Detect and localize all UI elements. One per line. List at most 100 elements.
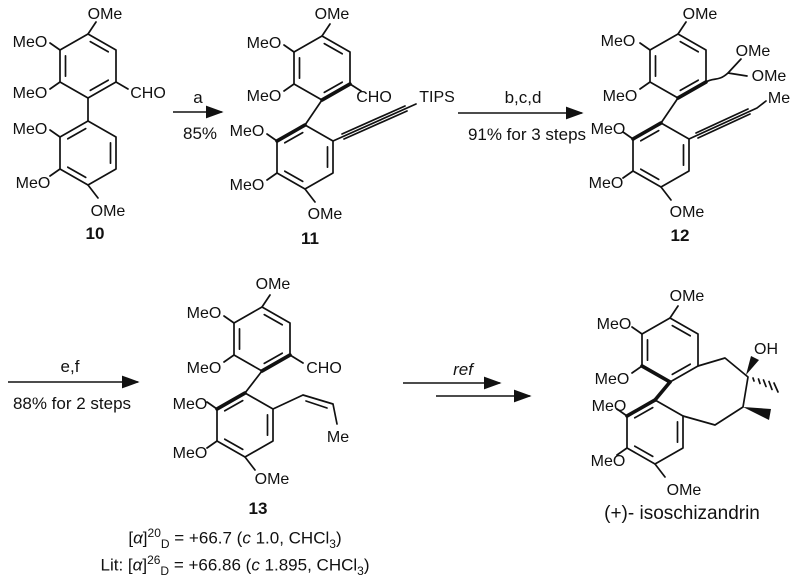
bracket: ] <box>142 528 148 548</box>
bracket: [ <box>127 555 133 575</box>
meo-label: MeO <box>592 398 627 415</box>
chcl3-subscript: 3 <box>357 564 364 579</box>
ome-label: OMe <box>736 43 771 60</box>
compound-number-12: 12 <box>671 226 690 245</box>
ome-label: OMe <box>670 288 705 305</box>
oh-label: OH <box>754 341 778 358</box>
compound-11-structure: OMe MeO MeO CHO TIPS MeO MeO OMe 11 <box>230 6 455 248</box>
concentration-symbol: c <box>251 555 260 575</box>
compound-number-11: 11 <box>301 229 319 248</box>
rotation-value: = +66.7 ( <box>169 528 243 548</box>
meo-label: MeO <box>13 34 48 51</box>
meo-label: MeO <box>230 123 265 140</box>
ome-label: OMe <box>88 6 123 23</box>
ome-label: OMe <box>308 206 343 223</box>
meo-label: MeO <box>589 175 624 192</box>
me-label: Me <box>327 429 349 446</box>
concentration-symbol: c <box>242 528 251 548</box>
alpha-symbol: α <box>133 528 143 548</box>
arrow-ref-label: ref <box>453 360 475 379</box>
aryl-ring <box>59 33 117 99</box>
meo-label: MeO <box>187 305 222 322</box>
solvent-text: 1.0, CHCl <box>250 528 330 548</box>
meo-label: MeO <box>591 453 626 470</box>
rotation-prefix: Lit: <box>100 555 128 575</box>
product-name: (+)- isoschizandrin <box>604 503 760 524</box>
ome-label: OMe <box>752 68 787 85</box>
compound-13-structure: OMe MeO MeO CHO MeO MeO OMe Me 13 <box>173 276 350 518</box>
cyclooctane-bonds <box>682 357 749 426</box>
arrow-ef-label: e,f <box>61 357 80 376</box>
meo-label: MeO <box>603 88 638 105</box>
aryl-ring <box>59 120 117 186</box>
compound-number-10: 10 <box>86 224 105 243</box>
temperature-superscript: 26 <box>147 553 161 567</box>
product-structure: OMe MeO MeO MeO MeO OMe OH (+)- isoschiz… <box>591 288 779 524</box>
bracket: [ <box>128 528 134 548</box>
compound-number-13: 13 <box>249 499 268 518</box>
me-label: Me <box>768 90 790 107</box>
meo-label: MeO <box>173 445 208 462</box>
temperature-superscript: 20 <box>147 526 161 540</box>
arrow-a-yield: 85% <box>183 124 217 143</box>
biaryl-bond <box>653 380 672 402</box>
arrow-a-label: a <box>193 88 203 107</box>
arrow-bcd-yield: 91% for 3 steps <box>468 125 586 144</box>
meo-label: MeO <box>597 316 632 333</box>
alkyne-tips-bond <box>332 103 417 142</box>
ome-label: OMe <box>667 482 702 499</box>
substituent-bonds <box>49 21 129 199</box>
cho-label: CHO <box>130 85 166 102</box>
arrow-bcd-label: b,c,d <box>505 88 542 107</box>
meo-label: MeO <box>13 85 48 102</box>
wedge-methyl-bond <box>743 407 771 420</box>
substituent-bonds <box>266 23 362 203</box>
alpha-symbol: α <box>132 555 143 575</box>
ome-label: OMe <box>256 276 291 293</box>
cho-label: CHO <box>306 360 342 377</box>
meo-label: MeO <box>16 175 51 192</box>
meo-label: MeO <box>187 360 222 377</box>
arrow-ef-yield: 88% for 2 steps <box>13 394 131 413</box>
bold-bond <box>640 364 672 384</box>
arrow-ref: ref <box>403 360 532 403</box>
ome-label: OMe <box>683 6 718 23</box>
ome-label: OMe <box>315 6 350 23</box>
paren-close: ) <box>363 555 370 575</box>
meo-label: MeO <box>601 33 636 50</box>
meo-label: MeO <box>13 121 48 138</box>
optical-rotation-line1: [α]20D = +66.7 (c 1.0, CHCl3) <box>15 523 455 555</box>
substituent-bonds <box>206 294 304 471</box>
meo-label: MeO <box>591 121 626 138</box>
cho-label: CHO <box>356 89 392 106</box>
cis-propenyl-bonds <box>272 394 338 425</box>
substituent-bonds <box>622 21 687 201</box>
meo-label: MeO <box>247 35 282 52</box>
meo-label: MeO <box>595 371 630 388</box>
alkyne-me-bond <box>688 100 767 140</box>
meo-label: MeO <box>230 177 265 194</box>
optical-rotation-line2: Lit: [α]26D = +66.86 (c 1.895, CHCl3) <box>15 550 455 579</box>
arrow-a: a 85% <box>173 88 224 143</box>
paren-close: ) <box>335 528 342 548</box>
hashed-methyl-bond <box>752 377 779 393</box>
meo-label: MeO <box>173 396 208 413</box>
substituent-bonds <box>616 305 679 478</box>
arrow-ef: e,f 88% for 2 steps <box>8 357 140 413</box>
sodium-d-line-subscript: D <box>160 537 170 552</box>
meo-label: MeO <box>247 88 282 105</box>
compound-12-structure: OMe MeO MeO OMe OMe Me MeO MeO OMe 12 <box>589 6 791 245</box>
bracket: ] <box>142 555 148 575</box>
tips-label: TIPS <box>419 89 455 106</box>
ome-label: OMe <box>91 203 126 220</box>
ome-label: OMe <box>255 471 290 488</box>
solvent-text: 1.895, CHCl <box>259 555 358 575</box>
chcl3-subscript: 3 <box>329 537 336 552</box>
acetal-bonds <box>705 58 748 83</box>
oh-wedge-bond <box>746 356 759 375</box>
rotation-value: = +66.86 ( <box>169 555 252 575</box>
ome-label: OMe <box>670 204 705 221</box>
arrow-bcd: b,c,d 91% for 3 steps <box>458 88 586 144</box>
